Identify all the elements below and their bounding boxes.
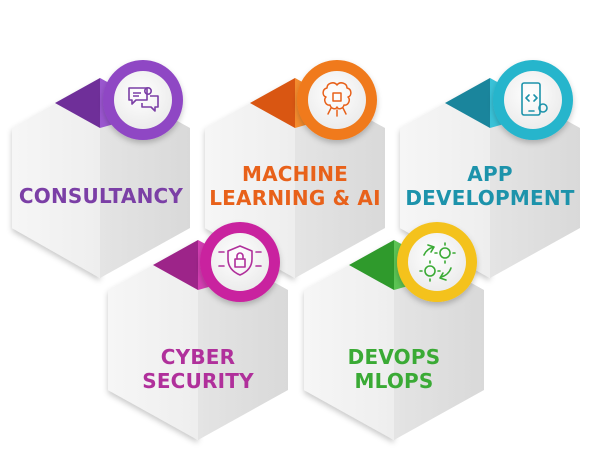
shield-lock-icon — [200, 222, 280, 302]
label-devops: DEVOPS MLOPS — [347, 345, 441, 393]
mobile-code-icon — [493, 60, 573, 140]
gear-cycle-icon — [397, 222, 477, 302]
chat-gear-icon — [103, 60, 183, 140]
label-cyber: CYBER SECURITY — [142, 345, 254, 393]
label-consultancy: CONSULTANCY — [18, 184, 184, 208]
brain-chip-icon — [297, 60, 377, 140]
label-app-dev: APP DEVELOPMENT — [405, 162, 575, 210]
label-ml-ai: MACHINE LEARNING & AI — [209, 162, 381, 210]
